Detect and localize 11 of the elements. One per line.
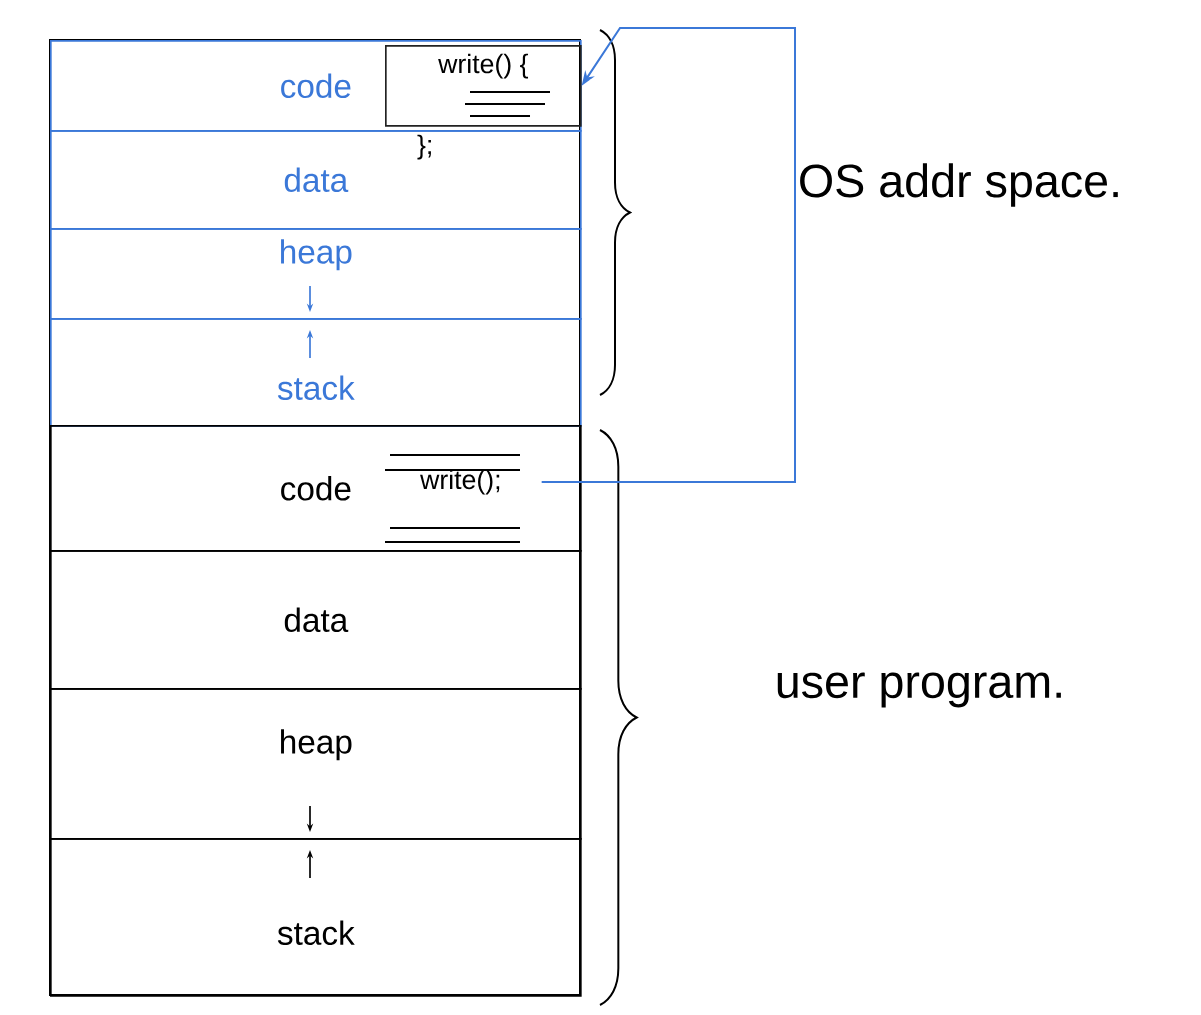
brace-label: user program.	[777, 672, 1061, 708]
memory-segment: stack	[50, 318, 582, 427]
code-box: write() {	[385, 45, 582, 127]
arrow	[540, 27, 796, 483]
code-text: write();	[420, 469, 500, 495]
memory-segment: data	[50, 550, 582, 690]
memory-segment: heap	[50, 688, 582, 840]
memory-segment: stack	[50, 838, 582, 997]
code-text: };	[417, 134, 431, 160]
memory-segment: heap	[50, 228, 582, 320]
brace-label: OS addr space.	[800, 163, 1118, 207]
